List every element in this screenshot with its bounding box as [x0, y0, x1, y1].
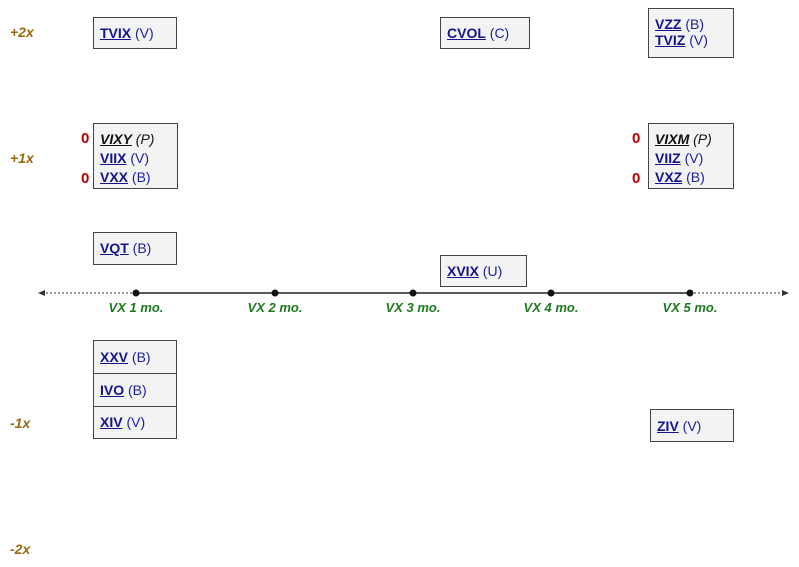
etp-row: VXX (B): [100, 168, 171, 187]
ticker: VZZ: [655, 16, 682, 32]
product-type: (V): [130, 150, 150, 166]
product-type: (B): [685, 16, 705, 32]
etp-box-vzz-tviz: VZZ (B) TVIZ (V): [648, 8, 734, 58]
zero-marker: 0: [81, 130, 90, 147]
ticker: VIXY: [100, 131, 132, 147]
product-type: (B): [131, 349, 151, 365]
ticker: XXV: [100, 349, 129, 365]
y-label-plus2: +2x: [10, 24, 34, 40]
zero-marker: 0: [81, 170, 90, 187]
axis-tick-dot: [547, 289, 555, 297]
etp-box-right-1x: VIXM (P) VIIZ (V) VXZ (B): [648, 123, 734, 189]
axis-right-arrow: [782, 290, 789, 296]
y-label-plus1: +1x: [10, 150, 34, 166]
product-type: (V): [135, 25, 154, 41]
product-type: (U): [482, 263, 503, 279]
etp-box-cvol: CVOL (C): [440, 17, 530, 49]
zero-marker: 0: [632, 130, 641, 147]
product-type: (B): [131, 169, 151, 185]
axis-tick-label: VX 3 mo.: [385, 300, 441, 315]
etp-box-xiv: XIV (V): [93, 406, 177, 439]
axis-tick-dot: [686, 289, 694, 297]
ticker: VIIX: [100, 150, 127, 166]
etp-box-xxv: XXV (B): [93, 340, 177, 374]
etp-row: VIXY (P): [100, 130, 171, 149]
ticker: VIXM: [655, 131, 690, 147]
ticker: VQT: [100, 240, 129, 256]
etp-box-ziv: ZIV (V): [650, 409, 734, 442]
etp-row: VZZ (B): [655, 16, 727, 32]
etp-row: VIIX (V): [100, 149, 171, 168]
ticker: XIV: [100, 414, 123, 430]
etp-row: VIXM (P): [655, 130, 727, 149]
ticker: CVOL: [447, 25, 486, 41]
product-type: (B): [132, 240, 152, 256]
axis-left-arrow: [38, 290, 45, 296]
etp-row: VIIZ (V): [655, 149, 727, 168]
axis-tick-label: VX 5 mo.: [662, 300, 718, 315]
axis-tick-dot: [409, 289, 417, 297]
product-type: (V): [684, 150, 704, 166]
zero-marker: 0: [632, 170, 641, 187]
product-type: (B): [686, 169, 705, 185]
ticker: VXX: [100, 169, 129, 185]
product-type: (V): [682, 418, 702, 434]
product-type: (V): [689, 32, 708, 48]
etp-row: TVIZ (V): [655, 32, 727, 48]
etp-box-xvix: XVIX (U): [440, 255, 527, 287]
axis-tick-dot: [271, 289, 279, 297]
axis-tick-label: VX 4 mo.: [523, 300, 579, 315]
product-type: (B): [128, 382, 147, 398]
y-label-minus2: -2x: [10, 541, 31, 557]
etp-box-vqt: VQT (B): [93, 232, 177, 265]
product-type: (P): [135, 131, 155, 147]
y-label-minus1: -1x: [10, 415, 31, 431]
ticker: TVIZ: [655, 32, 686, 48]
ticker: XVIX: [447, 263, 479, 279]
etp-box-tvix: TVIX (V): [93, 17, 177, 49]
product-type: (P): [693, 131, 712, 147]
axis-tick-label: VX 1 mo.: [108, 300, 164, 315]
etp-box-ivo: IVO (B): [93, 373, 177, 407]
ticker: TVIX: [100, 25, 132, 41]
axis-tick-label: VX 2 mo.: [247, 300, 303, 315]
etp-row: VXZ (B): [655, 168, 727, 187]
etp-box-left-1x: VIXY (P) VIIX (V) VXX (B): [93, 123, 178, 189]
axis-tick-dot: [132, 289, 140, 297]
product-type: (V): [126, 414, 146, 430]
ticker: IVO: [100, 382, 125, 398]
ticker: VXZ: [655, 169, 683, 185]
ticker: VIIZ: [655, 150, 681, 166]
ticker: ZIV: [657, 418, 679, 434]
product-type: (C): [489, 25, 510, 41]
